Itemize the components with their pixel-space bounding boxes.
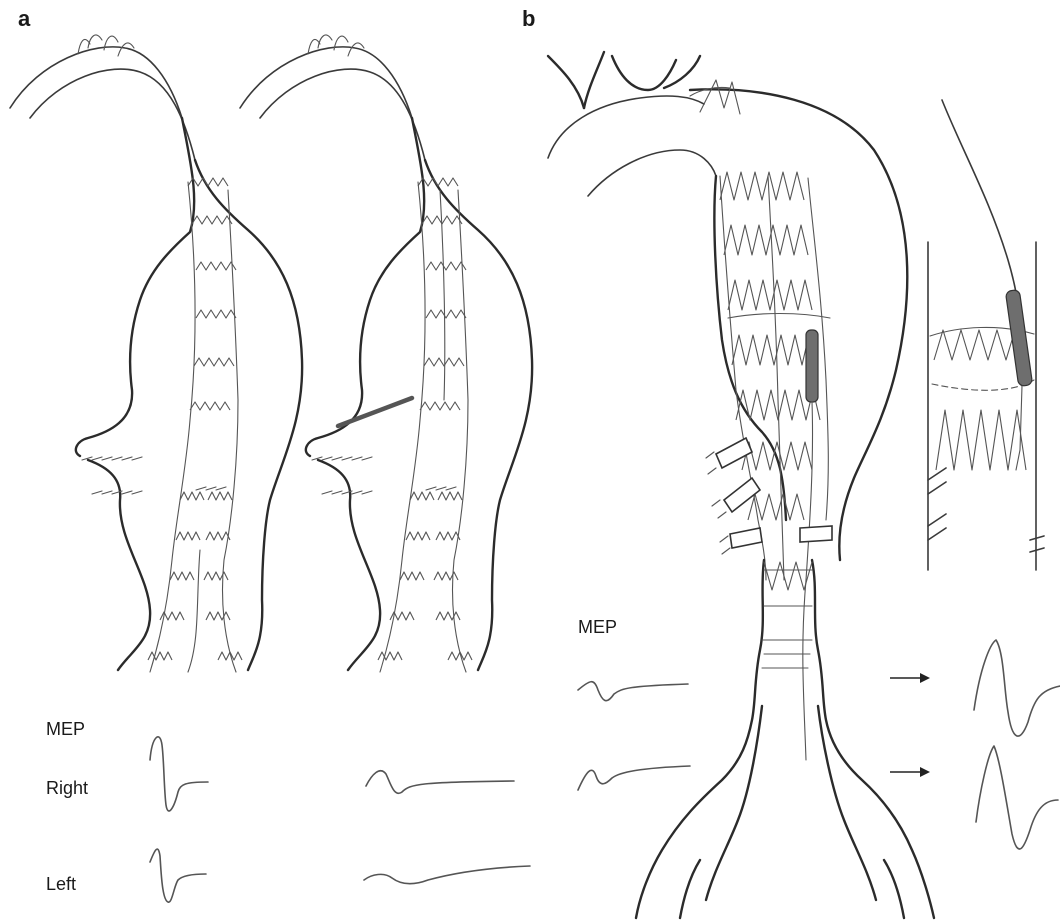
arrow-2 — [890, 767, 930, 777]
branch-2 — [724, 478, 760, 512]
mep-wave-b-after-2 — [976, 746, 1058, 849]
panel-a-letter: a — [18, 6, 31, 31]
mep-wave-left-after — [364, 866, 530, 884]
aorta-drawing-b — [548, 52, 934, 918]
mep-wave-b-before-2 — [578, 766, 690, 790]
branch-1 — [716, 438, 752, 468]
left-label: Left — [46, 874, 76, 894]
mep-wave-left-before — [150, 849, 206, 902]
mep-wave-right-after — [366, 771, 514, 794]
aorta-drawing-a-left — [10, 35, 302, 672]
mep-wave-b-before-1 — [578, 682, 688, 701]
catheter — [806, 330, 818, 402]
catheter — [338, 398, 412, 426]
mep-wave-right-before — [150, 737, 208, 811]
branch-4 — [800, 526, 832, 542]
branch-3 — [730, 528, 762, 548]
mep-label-a: MEP — [46, 719, 85, 739]
right-label: Right — [46, 778, 88, 798]
arrow-1 — [890, 673, 930, 683]
inset-detail — [928, 100, 1044, 570]
mep-label-b: MEP — [578, 617, 617, 637]
panel-b-letter: b — [522, 6, 535, 31]
aorta-drawing-a-right — [240, 35, 532, 672]
mep-wave-b-after-1 — [974, 640, 1060, 736]
